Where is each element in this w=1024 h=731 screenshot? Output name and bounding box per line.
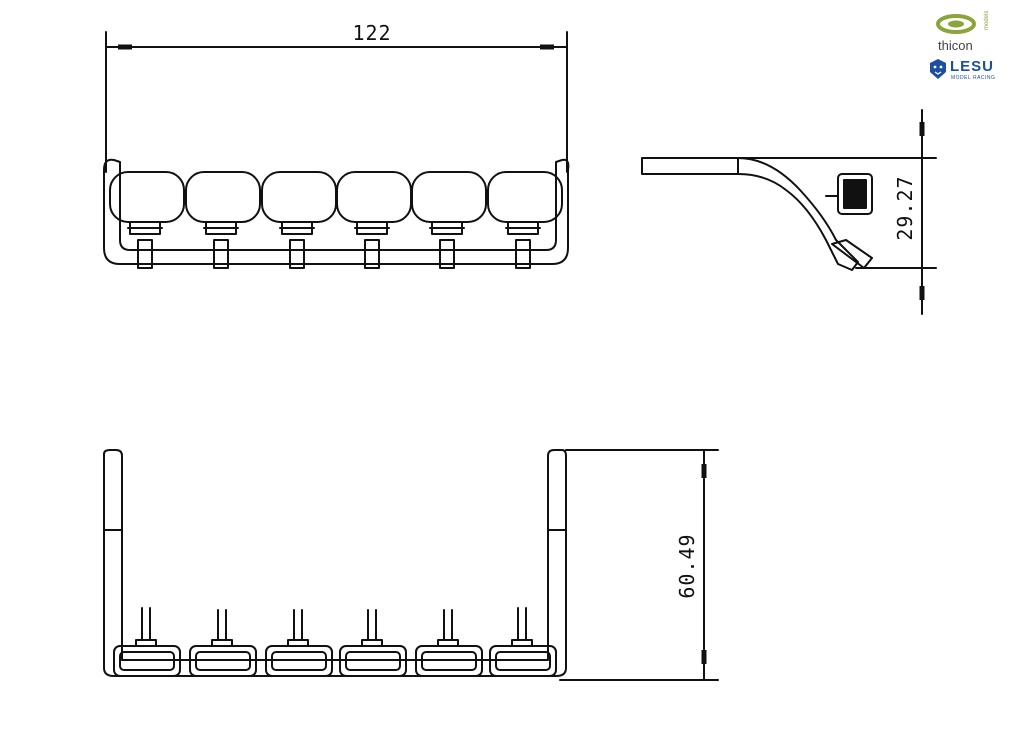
lesu-wordmark: LESU xyxy=(950,58,995,75)
side-view xyxy=(641,109,937,315)
top-pins xyxy=(135,607,533,647)
brand-logos: thicon models LESU MODEL RACING xyxy=(924,8,1014,88)
dim-label-side-height: 29.27 xyxy=(893,175,917,240)
dim-label-width: 122 xyxy=(352,21,391,45)
front-view xyxy=(103,31,570,269)
top-view xyxy=(103,449,719,681)
front-lamps xyxy=(109,171,563,223)
thicon-wordmark: thicon xyxy=(938,38,973,53)
thicon-logo-icon xyxy=(936,14,976,34)
thicon-sub: models xyxy=(984,10,990,30)
lesu-sub: MODEL RACING xyxy=(951,75,996,81)
dimension-bottom-depth xyxy=(559,449,719,681)
dimension-side-height xyxy=(739,109,937,315)
dim-label-bottom-depth: 60.49 xyxy=(675,533,699,598)
dimension-width xyxy=(105,31,568,173)
lesu-lion-icon xyxy=(930,59,946,79)
front-mounts xyxy=(127,221,541,269)
